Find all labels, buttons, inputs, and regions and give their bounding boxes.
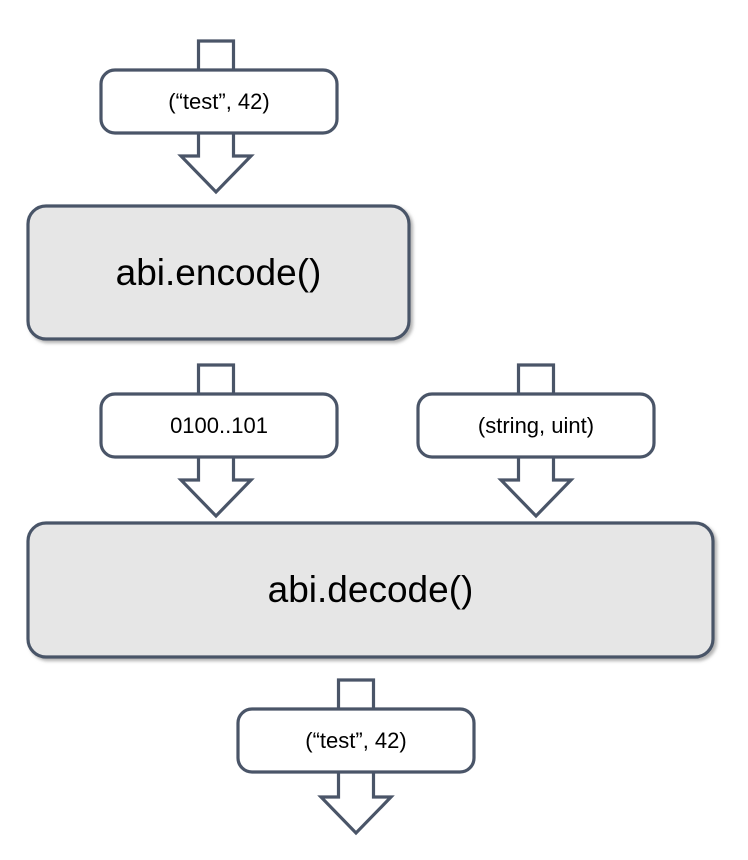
connector-output-exit-arrow — [317, 767, 395, 836]
connector-entry-stub — [196, 39, 236, 74]
connector-tuple-to-encode — [177, 128, 255, 195]
connector-types-to-decode — [497, 452, 575, 519]
node-abi-encode[interactable] — [26, 204, 411, 341]
node-encoded-bytes[interactable] — [99, 392, 339, 459]
node-input-tuple-top[interactable] — [99, 68, 339, 135]
node-output-tuple-bottom[interactable] — [236, 707, 476, 774]
connector-types-stub — [516, 363, 556, 398]
connector-bytes-to-decode — [177, 452, 255, 519]
node-abi-decode[interactable] — [26, 521, 715, 659]
connector-decode-to-output — [336, 678, 376, 713]
node-type-signature[interactable] — [416, 392, 656, 459]
connector-encode-to-bytes — [196, 363, 236, 398]
